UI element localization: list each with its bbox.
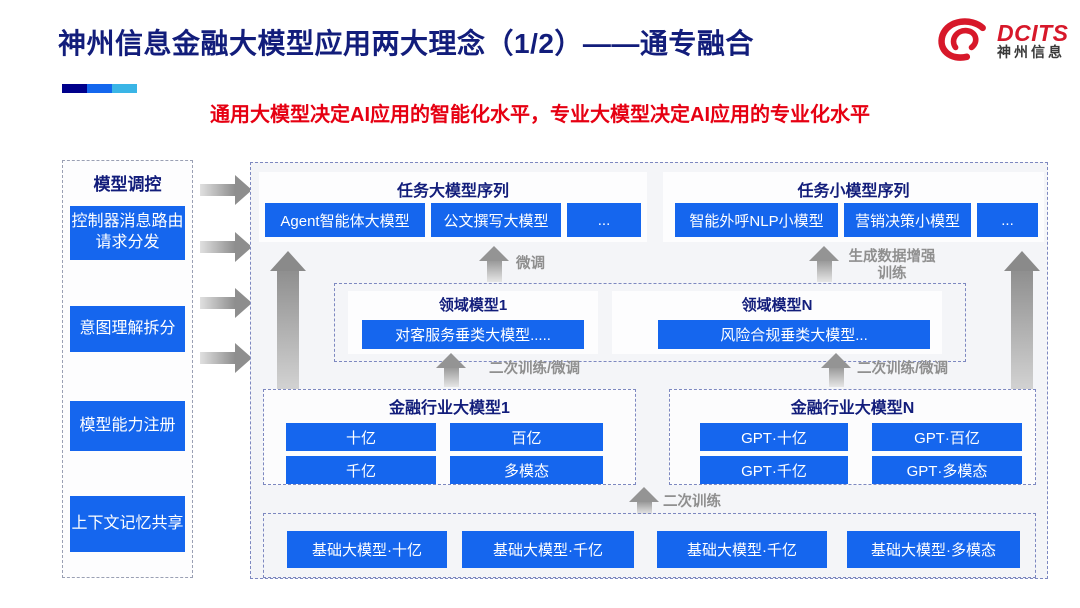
group-title: 任务大模型序列 [396, 183, 509, 200]
group-title: 金融行业大模型1 [389, 400, 510, 417]
model-box-multimodal: 多模态 [450, 456, 603, 484]
model-box-agent: Agent智能体大模型 [265, 203, 425, 237]
group-title: 领域模型N [741, 297, 813, 314]
sidebar-title: 模型调控 [93, 175, 162, 194]
flow-arrow-up-icon [479, 246, 509, 282]
model-box-gpt-1b: GPT·十亿 [700, 423, 848, 451]
flow-arrow-right-icon [200, 288, 252, 318]
model-box-100b: 千亿 [286, 456, 436, 484]
group-title: 任务小模型序列 [797, 183, 910, 200]
model-box-nlp-call: 智能外呼NLP小模型 [675, 203, 838, 237]
task-large-model-group: 任务大模型序列 Agent智能体大模型 公文撰写大模型 ... [259, 172, 647, 242]
flow-arrow-right-icon [200, 175, 252, 205]
model-box-marketing: 营销决策小模型 [844, 203, 971, 237]
group-title: 金融行业大模型N [790, 400, 915, 417]
accent-segment-dark [62, 84, 87, 93]
dcits-logo: DCITS 神州信息 [936, 16, 1069, 64]
label-gen-data-train: 生成数据增强训练 [848, 249, 936, 282]
model-box-gpt-10b: GPT·百亿 [872, 423, 1022, 451]
sidebar-item-intent: 意图理解拆分 [70, 306, 185, 352]
base-model-box-100b-a: 基础大模型·千亿 [462, 531, 634, 568]
label-finetune: 微调 [516, 256, 545, 272]
domain-model-1-group: 领域模型1 对客服务垂类大模型..... [348, 291, 598, 354]
group-title: 领域模型1 [438, 297, 508, 314]
base-model-box-1b: 基础大模型·十亿 [287, 531, 447, 568]
flow-arrow-up-icon [436, 353, 466, 387]
model-box-risk-compliance: 风险合规垂类大模型... [658, 320, 930, 349]
flow-arrow-up-icon [809, 246, 839, 282]
flow-arrow-up-icon [821, 353, 851, 387]
logo-subtext: 神州信息 [997, 43, 1065, 60]
task-small-model-group: 任务小模型序列 智能外呼NLP小模型 营销决策小模型 ... [663, 172, 1044, 242]
accent-segment-blue [87, 84, 112, 93]
flow-arrow-right-icon [200, 343, 252, 373]
slide-subtitle: 通用大模型决定AI应用的智能化水平，专业大模型决定AI应用的专业化水平 [210, 104, 870, 126]
model-box-1b: 十亿 [286, 423, 436, 451]
accent-segment-cyan [112, 84, 137, 93]
model-box-gpt-multimodal: GPT·多模态 [872, 456, 1022, 484]
logo-text: DCITS [997, 19, 1069, 46]
model-box-document: 公文撰写大模型 [431, 203, 561, 237]
model-box-gpt-100b: GPT·千亿 [700, 456, 848, 484]
industry-model-n-group: 金融行业大模型N GPT·十亿 GPT·百亿 GPT·千亿 GPT·多模态 [669, 389, 1036, 485]
label-retrain-finetune: 二次训练/微调 [489, 361, 581, 377]
model-architecture-panel: 任务大模型序列 Agent智能体大模型 公文撰写大模型 ... 任务小模型序列 … [250, 162, 1048, 579]
sidebar-item-context: 上下文记忆共享 [70, 496, 185, 552]
model-box-ellipsis: ... [977, 203, 1038, 237]
sidebar-item-router: 控制器消息路由请求分发 [70, 206, 185, 260]
label-retrain: 二次训练 [663, 494, 721, 510]
sidebar-item-register: 模型能力注册 [70, 401, 185, 451]
flow-arrow-right-icon [200, 232, 252, 262]
title-accent-bar [62, 84, 137, 93]
base-model-box-multimodal: 基础大模型·多模态 [847, 531, 1020, 568]
industry-model-1-group: 金融行业大模型1 十亿 百亿 千亿 多模态 [263, 389, 636, 485]
model-box-ellipsis: ... [567, 203, 641, 237]
page-title: 神州信息金融大模型应用两大理念（1/2）——通专融合 [58, 28, 754, 59]
flow-arrow-up-icon [629, 487, 659, 514]
model-box-10b: 百亿 [450, 423, 603, 451]
base-model-box-100b-b: 基础大模型·千亿 [657, 531, 827, 568]
domain-model-n-group: 领域模型N 风险合规垂类大模型... [612, 291, 942, 354]
model-control-panel: 模型调控 控制器消息路由请求分发 意图理解拆分 模型能力注册 上下文记忆共享 [62, 160, 193, 578]
domain-models-container [334, 283, 966, 362]
dcits-swirl-icon [938, 18, 986, 61]
base-models-container: 基础大模型·十亿 基础大模型·千亿 基础大模型·千亿 基础大模型·多模态 [263, 513, 1036, 578]
model-box-customer-service: 对客服务垂类大模型..... [362, 320, 584, 349]
label-retrain-finetune: 二次训练/微调 [857, 361, 949, 377]
